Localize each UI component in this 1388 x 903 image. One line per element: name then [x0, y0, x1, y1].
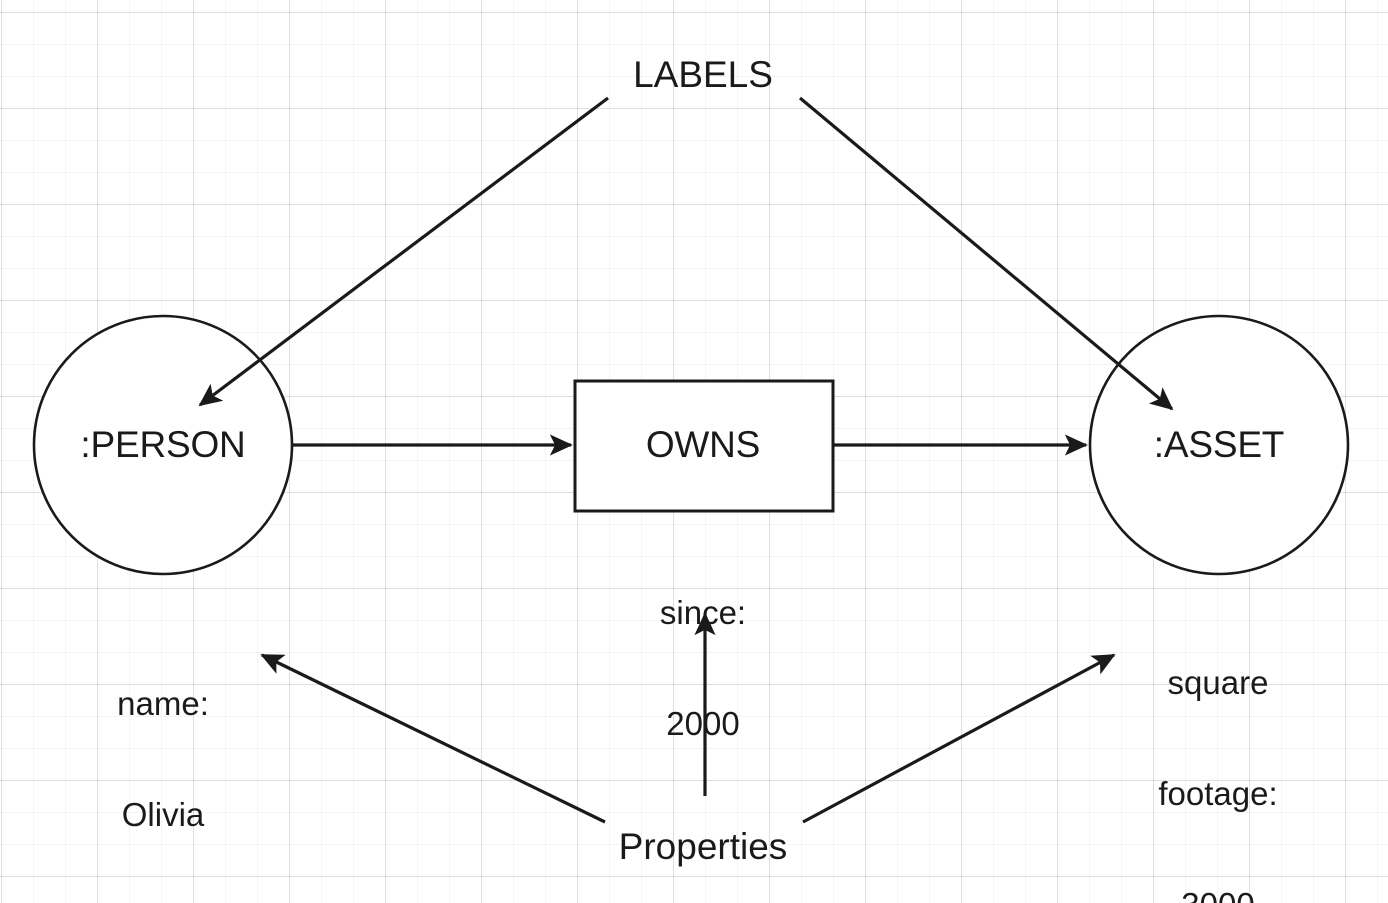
node-asset-circle[interactable] [1088, 314, 1350, 576]
edge-labels-to-person [198, 96, 609, 407]
properties-annotation-text[interactable]: Properties [618, 826, 788, 867]
property-owns: since: 2000 [660, 521, 746, 817]
property-person: name: Olivia [117, 612, 209, 903]
node-person-label: :PERSON [80, 424, 246, 465]
edge-properties-to-asset-property [802, 653, 1116, 824]
property-person-line-1: name: [117, 684, 209, 722]
relationship-owns-label: OWNS [645, 424, 761, 465]
property-asset: square footage: 3000 [1158, 591, 1277, 903]
property-asset-line-2: footage: [1158, 774, 1278, 812]
edge-labels-to-asset [798, 96, 1174, 411]
labels-annotation-text[interactable]: LABELS [633, 54, 773, 95]
relationship-owns-rect[interactable] [573, 379, 835, 513]
node-asset-label: :ASSET [1153, 424, 1285, 465]
property-asset-line-1: square [1167, 663, 1269, 701]
property-person-line-2: Olivia [121, 795, 205, 833]
property-owns-line-2: 2000 [666, 704, 740, 742]
property-owns-line-1: since: [659, 593, 747, 631]
property-asset-line-3: 3000 [1158, 886, 1277, 903]
edge-properties-to-person-property [260, 653, 606, 824]
